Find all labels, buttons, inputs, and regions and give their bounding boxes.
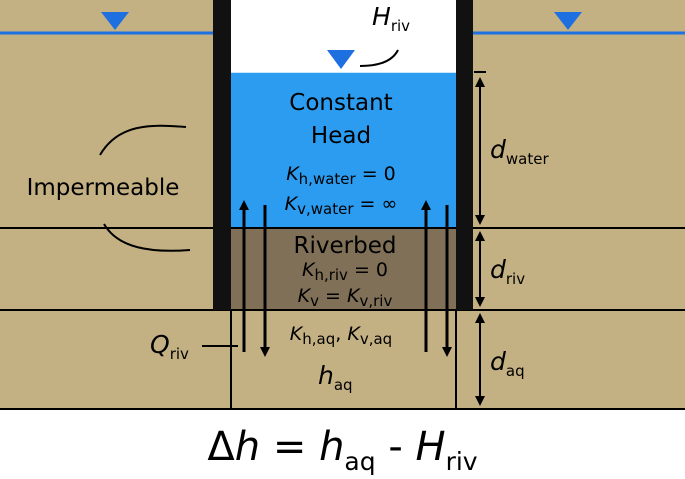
kh-water-label: Kh,water = 0 [286, 163, 396, 188]
water-level-triangle-left [101, 12, 129, 30]
impermeable-bracket-top [99, 124, 187, 156]
constant-label: Constant [289, 90, 392, 116]
kv-water-label: Kv,water = ∞ [285, 193, 398, 218]
aquifer-k-label: Kh,aq, Kv,aq [290, 323, 392, 348]
right-wall [456, 0, 473, 310]
d-aq-label: daq [490, 347, 525, 380]
head-label: Head [311, 123, 371, 149]
water-body [231, 72, 456, 228]
q-riv-label: Qriv [150, 330, 189, 363]
riverbed-layer [231, 228, 456, 310]
impermeable-label: Impermeable [27, 175, 180, 201]
h-riv-leader [359, 49, 399, 67]
impermeable-bracket-bottom [103, 223, 191, 252]
head-difference-formula: Δh = haq - Hriv [207, 424, 478, 476]
kv-riv-label: Kv = Kv,riv [298, 285, 393, 310]
riverbed-label: Riverbed [294, 233, 397, 259]
river-level-triangle [327, 50, 355, 69]
water-level-triangle-right [554, 12, 582, 30]
d-water-label: dwater [490, 135, 549, 168]
h-riv-label: Hriv [372, 2, 410, 35]
d-riv-label: driv [490, 255, 525, 288]
left-wall [213, 0, 231, 310]
kh-riv-label: Kh,riv = 0 [302, 259, 388, 284]
h-aq-label: haq [318, 361, 353, 394]
